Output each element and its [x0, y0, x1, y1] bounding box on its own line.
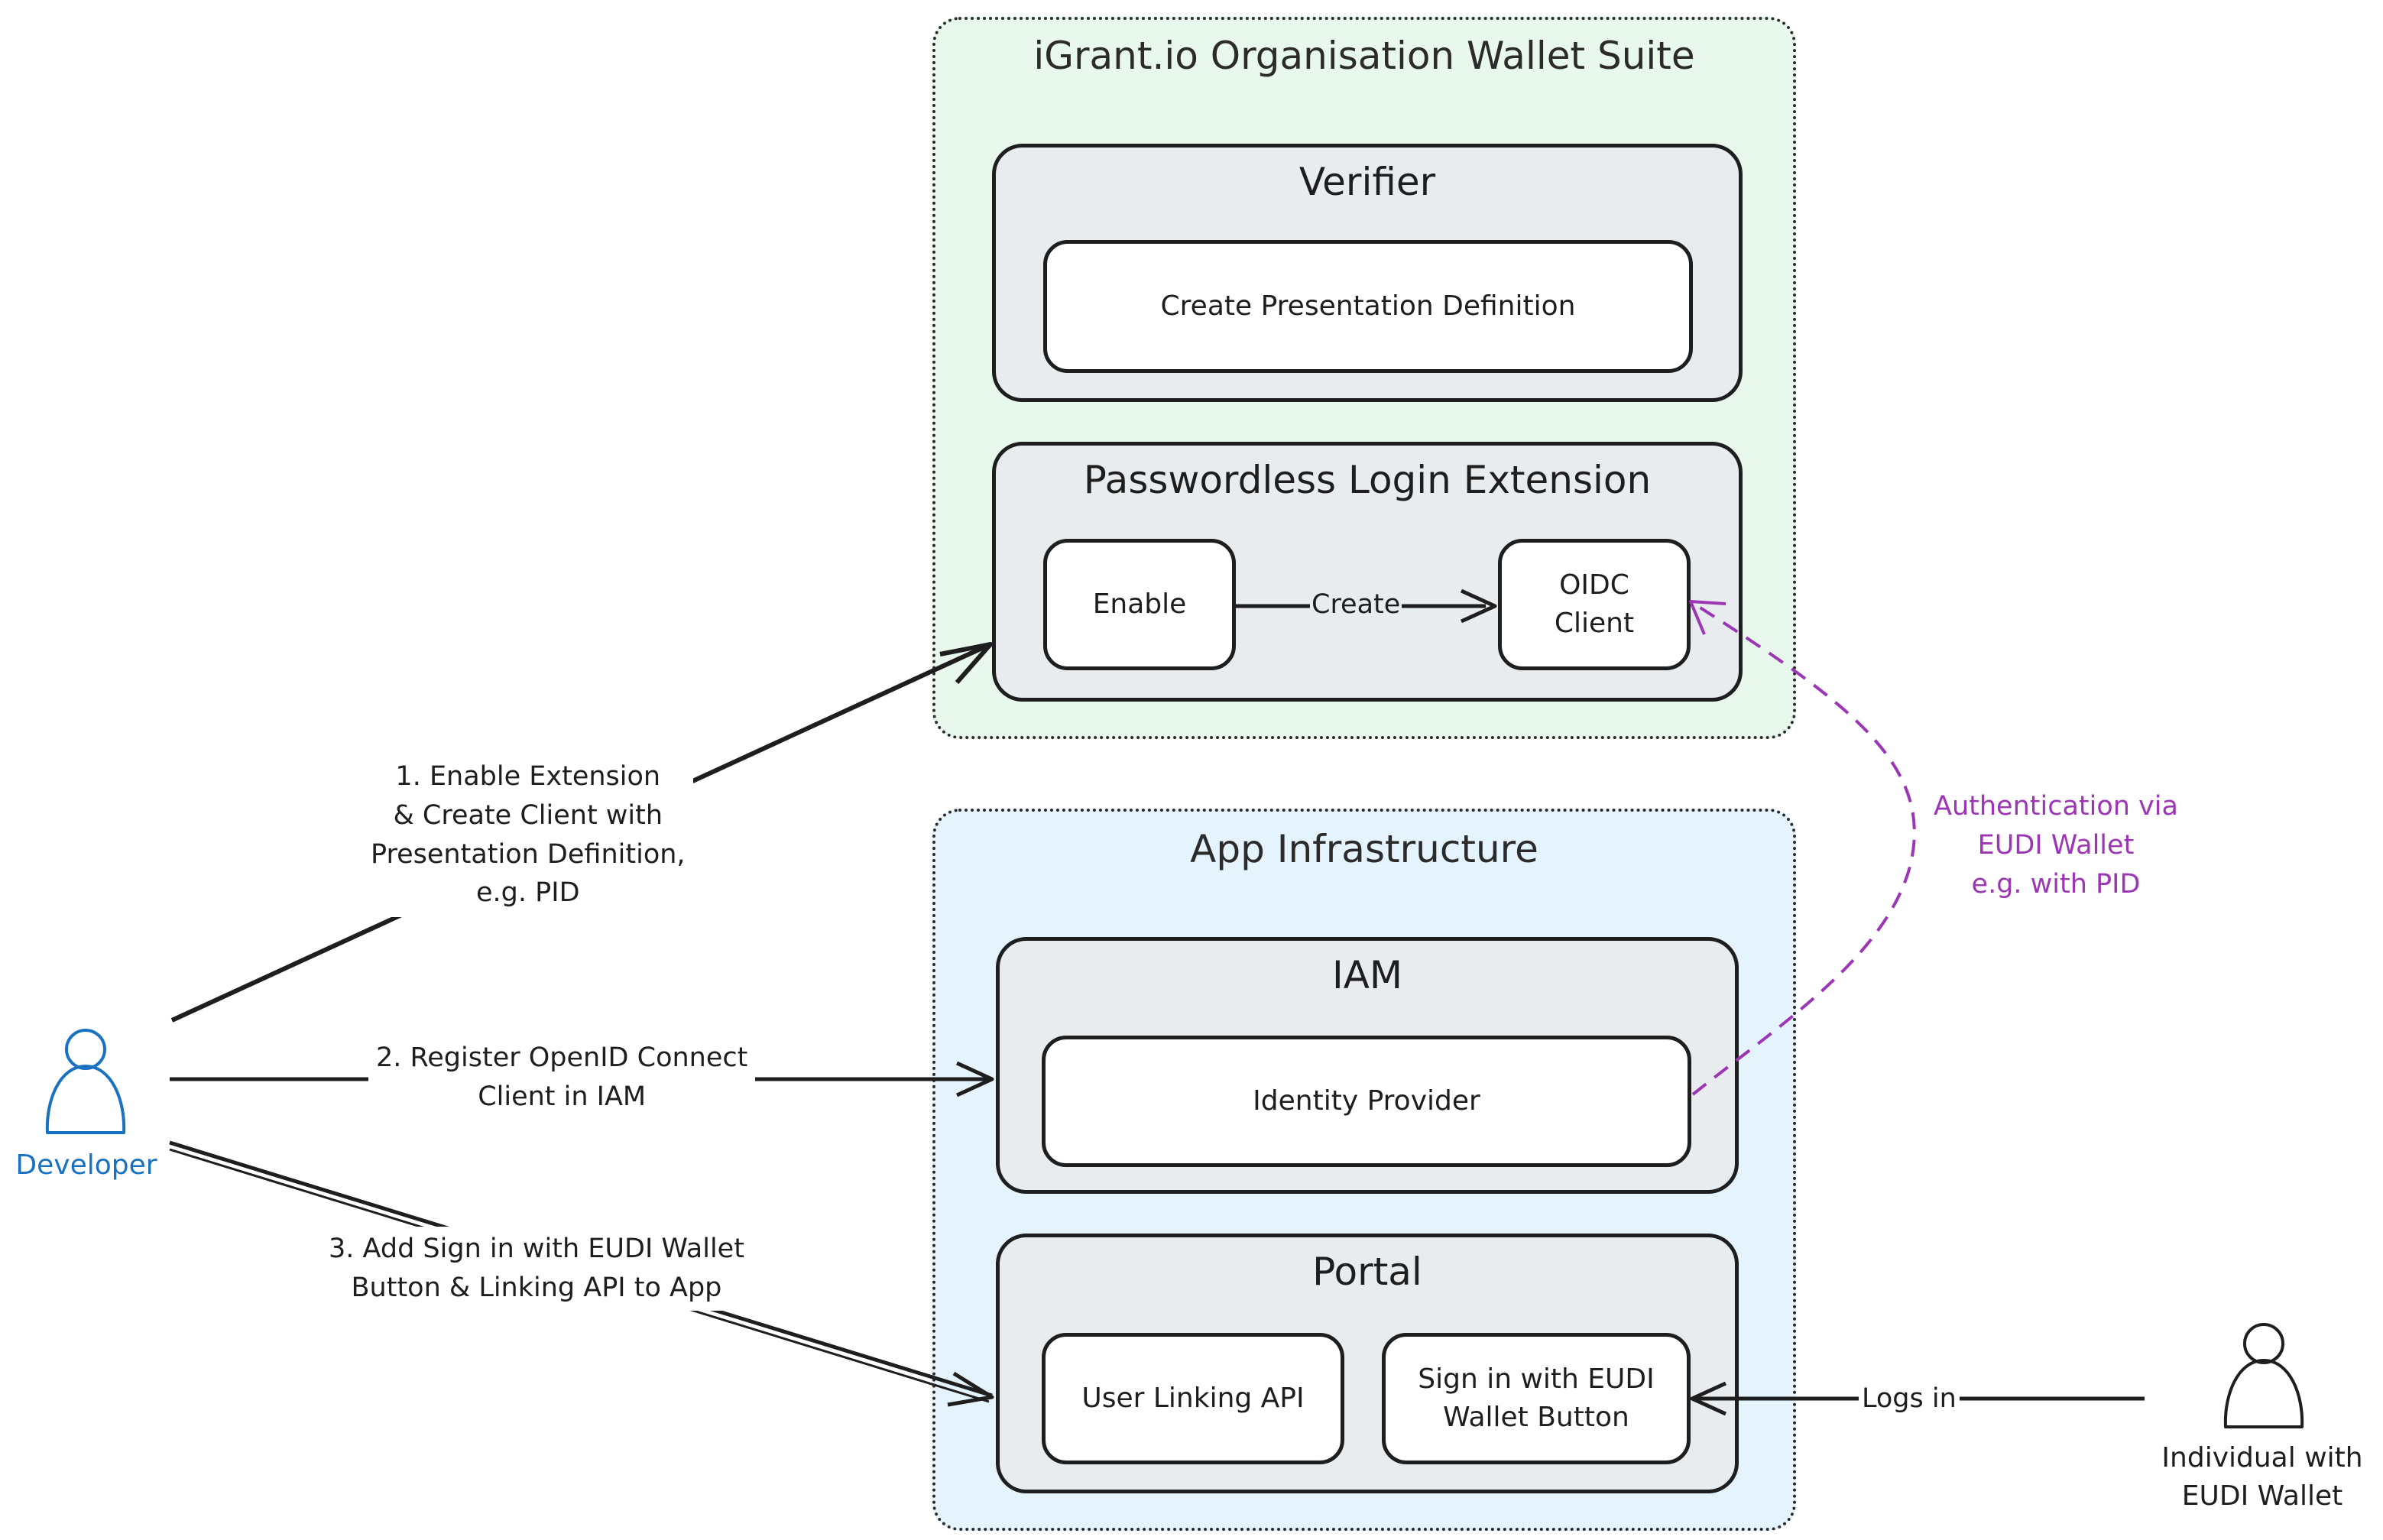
sign-in-line2: Wallet Button [1443, 1402, 1629, 1433]
oidc-client-line1: OIDC [1559, 569, 1629, 601]
step2-line2: Client in IAM [478, 1081, 647, 1112]
create-presentation-definition-card[interactable]: Create Presentation Definition [1043, 240, 1693, 373]
step3-line1: 3. Add Sign in with EUDI Wallet [329, 1234, 744, 1264]
iam-title: IAM [1331, 953, 1403, 997]
passwordless-login-extension-title: Passwordless Login Extension [1083, 458, 1652, 502]
authentication-label: Authentication via EUDI Wallet e.g. with… [1934, 787, 2178, 903]
enable-card[interactable]: Enable [1043, 539, 1236, 670]
individual-line2: EUDI Wallet [2181, 1480, 2343, 1512]
step1-label: 1. Enable Extension & Create Client with… [363, 753, 693, 917]
wallet-suite-title: iGrant.io Organisation Wallet Suite [1033, 34, 1695, 78]
step3-label: 3. Add Sign in with EUDI Wallet Button &… [321, 1227, 752, 1311]
oidc-client-card[interactable]: OIDC Client [1498, 539, 1691, 670]
developer-label: Developer [15, 1149, 157, 1181]
authentication-arrow [1689, 600, 1916, 1096]
step2-label: 2. Register OpenID Connect Client in IAM [368, 1036, 756, 1120]
individual-line1: Individual with [2161, 1442, 2363, 1474]
user-linking-api-card[interactable]: User Linking API [1042, 1333, 1344, 1464]
portal-title: Portal [1312, 1250, 1422, 1294]
step2-line1: 2. Register OpenID Connect [376, 1042, 748, 1073]
step3-line2: Button & Linking API to App [351, 1272, 722, 1303]
individual-label: Individual with EUDI Wallet [2148, 1439, 2377, 1516]
step1-line1: 1. Enable Extension [395, 761, 661, 792]
app-infrastructure-title: App Infrastructure [1190, 827, 1538, 871]
auth-line3: e.g. with PID [1971, 868, 2141, 900]
step1-line2: & Create Client with [393, 799, 663, 831]
logs-in-label: Logs in [1859, 1380, 1960, 1418]
step1-line3: Presentation Definition, [371, 838, 686, 870]
oidc-client-line2: Client [1554, 608, 1635, 639]
verifier-title: Verifier [1298, 160, 1436, 204]
create-edge-label: Create [1310, 585, 1402, 624]
sign-in-with-eudi-wallet-button-card[interactable]: Sign in with EUDI Wallet Button [1382, 1333, 1691, 1464]
step1-line4: e.g. PID [476, 877, 580, 909]
auth-line2: EUDI Wallet [1977, 829, 2135, 861]
identity-provider-card[interactable]: Identity Provider [1042, 1036, 1691, 1167]
individual-person-icon [2223, 1323, 2304, 1428]
sign-in-line1: Sign in with EUDI [1418, 1363, 1655, 1395]
auth-line1: Authentication via [1934, 791, 2178, 822]
developer-person-icon [45, 1029, 126, 1134]
